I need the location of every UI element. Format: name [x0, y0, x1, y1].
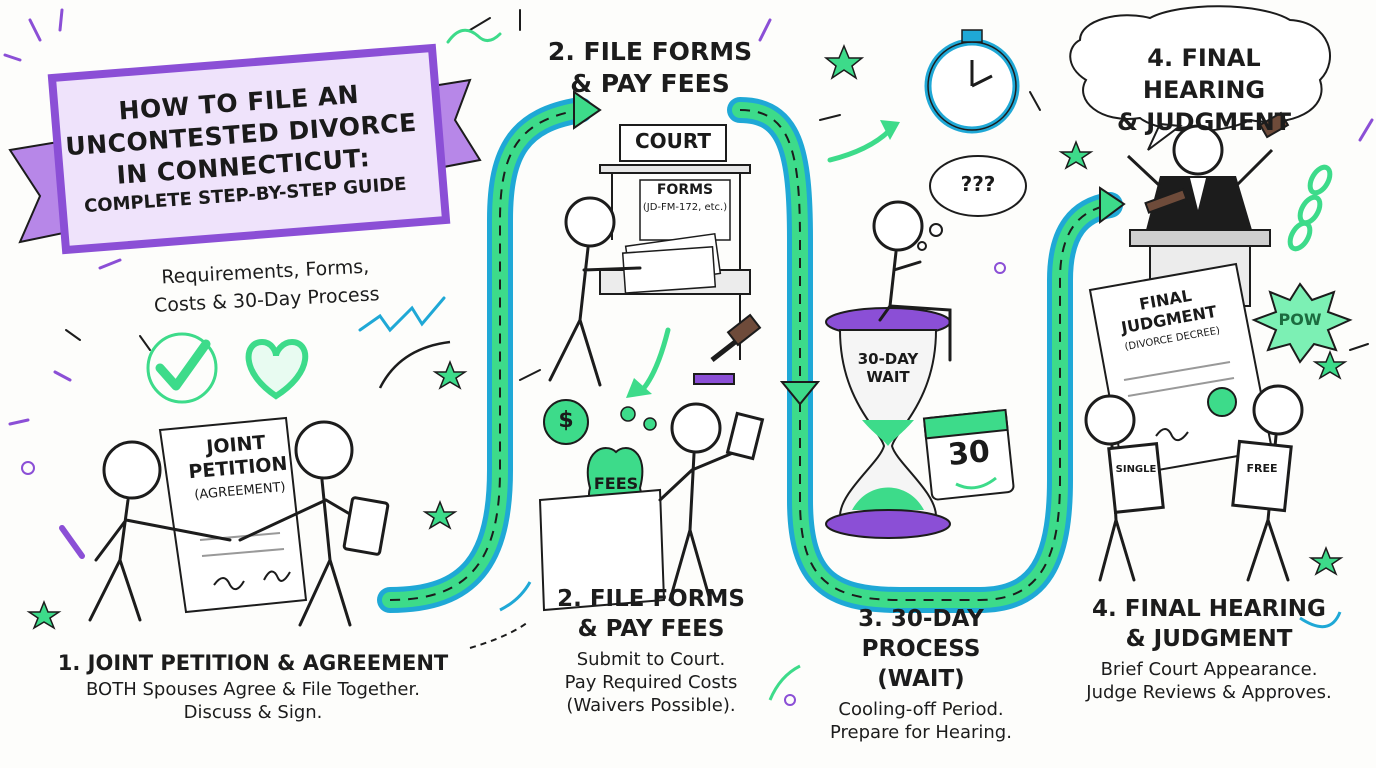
banner-file-forms-line-2: & PAY FEES [570, 69, 730, 98]
spouses-handshake [59, 420, 390, 627]
step-3-caption: 3. 30-DAY PROCESS (WAIT) Cooling-off Per… [796, 604, 1046, 744]
curve-arrow [378, 340, 451, 389]
arrow-to-clock [827, 127, 893, 163]
wait-line-1: 30-DAY [857, 350, 919, 368]
free-paper: FREE [1246, 462, 1278, 475]
step-1-desc-line-2: Discuss & Sign. [183, 702, 323, 723]
step-3-desc-line-2: Prepare for Hearing. [830, 722, 1012, 743]
court-building [599, 124, 751, 360]
heart-icon [245, 338, 309, 400]
thought-bubble [917, 155, 1027, 251]
wait-label: 30-DAY WAIT [846, 350, 930, 386]
wait-line-2: WAIT [866, 368, 910, 386]
arrow-to-clock-head [880, 120, 900, 140]
step-3-desc-line-1: Cooling-off Period. [838, 699, 1004, 720]
step-4-caption: 4. FINAL HEARING & JUDGMENT Brief Court … [1070, 594, 1348, 704]
step-2-desc-line-1: Submit to Court. [576, 649, 726, 670]
forms-label: FORMS [656, 182, 714, 198]
guide-title: HOW TO FILE AN UNCONTESTED DIVORCE IN CO… [56, 46, 428, 251]
question-marks: ??? [960, 172, 996, 196]
arrow-to-fees [641, 327, 671, 391]
pow-burst [1251, 282, 1353, 364]
blue-return-arrow [1299, 611, 1342, 629]
joint-petition-document [158, 416, 308, 614]
dash-arrow [469, 621, 529, 649]
broken-chain-icon [1287, 164, 1333, 252]
freed-figures [1084, 384, 1304, 582]
step-2-desc-line-2: Pay Required Costs [564, 672, 738, 693]
pow-text: POW [1278, 310, 1322, 329]
green-arrow [768, 664, 801, 701]
spark-doodles [3, 8, 1374, 426]
dot-doodle [21, 461, 35, 475]
star-doodles [26, 44, 1348, 630]
step-2-heading-line-2: & PAY FEES [577, 616, 725, 642]
dot-doodle [784, 694, 796, 706]
waiting-figure [872, 200, 952, 362]
blue-arrow [499, 581, 532, 612]
banner-final-hearing-line-1: 4. FINAL HEARING [1142, 44, 1266, 104]
dollar-coin: $ [558, 408, 574, 433]
hourglass-icon [825, 307, 951, 539]
dot-doodle [994, 262, 1006, 274]
fees-label: FEES [593, 474, 639, 493]
single-paper: SINGLE [1115, 464, 1157, 475]
banner-final-hearing: 4. FINAL HEARING & JUDGMENT [1086, 42, 1322, 138]
step-4-desc-line-1: Brief Court Appearance. [1100, 659, 1318, 680]
forms-code: (JD-FM-172, etc.) [642, 202, 728, 213]
petition-title: JOINT PETITION (AGREEMENT) [175, 429, 301, 508]
step-1-caption: 1. JOINT PETITION & AGREEMENT BOTH Spous… [48, 648, 458, 724]
step-1-heading: 1. JOINT PETITION & AGREEMENT [57, 651, 449, 675]
banner-file-forms-line-1: 2. FILE FORMS [547, 37, 753, 66]
calendar-day: 30 [946, 433, 992, 474]
title-ribbon [8, 43, 482, 255]
checkmark-icon [155, 339, 211, 391]
zigzag-arrow [358, 296, 446, 333]
winding-road [377, 90, 1126, 613]
calendar-icon [922, 408, 1015, 501]
payer-figure [658, 402, 765, 602]
gavel-icon [693, 313, 762, 385]
step-1-desc-line-1: BOTH Spouses Agree & File Together. [86, 679, 420, 700]
fees-bag [538, 399, 666, 612]
step-2-desc-line-3: (Waivers Possible). [566, 695, 736, 716]
ink-dashes [65, 9, 1369, 381]
step-3-heading-line-2: (WAIT) [877, 666, 965, 692]
step-4-desc-line-2: Judge Reviews & Approves. [1086, 682, 1332, 703]
stopwatch-icon [924, 29, 1020, 134]
banner-final-hearing-line-2: & JUDGMENT [1116, 108, 1292, 136]
step-2-heading-line-1: 2. FILE FORMS [557, 586, 745, 612]
step-3-heading-line-1: 3. 30-DAY PROCESS [858, 606, 984, 662]
court-sign: COURT [634, 129, 712, 153]
arrow-to-fees-head [626, 378, 652, 398]
speech-bubble [1069, 5, 1331, 133]
check-circle [146, 332, 218, 404]
step-2-caption: 2. FILE FORMS & PAY FEES Submit to Court… [536, 584, 766, 717]
banner-file-forms: 2. FILE FORMS & PAY FEES [540, 36, 760, 100]
step-4-heading-line-2: & JUDGMENT [1125, 626, 1293, 652]
squiggle [446, 28, 502, 44]
speech-bubble-tail [1147, 122, 1183, 151]
filer-figure [548, 196, 642, 387]
step-4-heading-line-1: 4. FINAL HEARING [1092, 596, 1326, 622]
